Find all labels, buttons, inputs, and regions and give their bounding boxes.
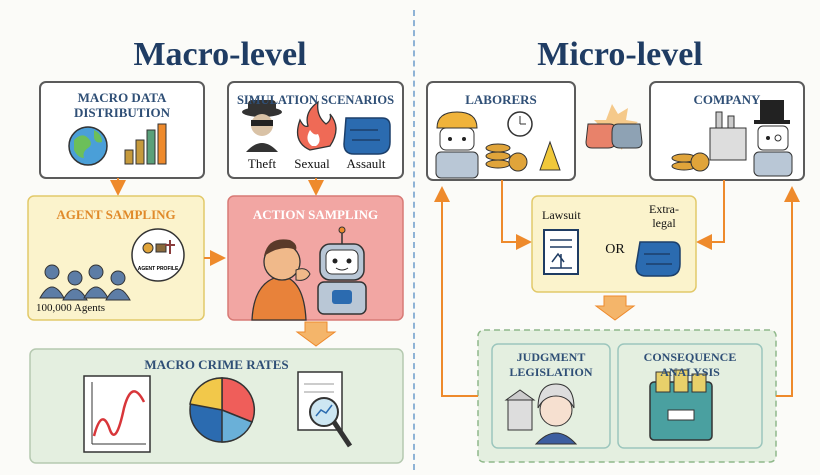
lawsuit-label: Lawsuit bbox=[542, 208, 592, 223]
scenario-sexual: Sexual bbox=[290, 156, 334, 172]
section-divider bbox=[413, 10, 415, 470]
agent-profile-badge-label: AGENT PROFILE bbox=[134, 266, 182, 272]
action-sampling-label: ACTION SAMPLING bbox=[228, 207, 403, 222]
or-label: OR bbox=[600, 242, 630, 258]
micro-title: Micro-level bbox=[430, 36, 810, 74]
lawsuit-document-icon bbox=[544, 230, 578, 274]
micro-down-arrow-icon bbox=[596, 296, 634, 320]
scenarios-label: SIMULATION SCENARIOS bbox=[230, 93, 401, 108]
extralegal-label: Extra-legal bbox=[642, 202, 686, 230]
macro-distribution-label: MACRO DATA DISTRIBUTION bbox=[44, 90, 200, 120]
pie-chart-icon bbox=[190, 378, 254, 442]
line-chart-icon bbox=[84, 376, 150, 452]
company-label: COMPANY bbox=[650, 92, 804, 107]
down-arrow-icon bbox=[297, 322, 335, 346]
worker-robot-icon bbox=[436, 112, 478, 178]
agent-profile-badge-icon bbox=[132, 229, 184, 281]
fists-clash-icon bbox=[586, 104, 642, 150]
judgment-label: JUDGMENT LEGISLATION bbox=[498, 350, 604, 380]
file-cabinet-icon bbox=[650, 370, 712, 440]
globe-icon bbox=[69, 127, 107, 165]
agents-count: 100,000 Agents bbox=[36, 302, 146, 314]
consequence-label: CONSEQUENCE ANALYSIS bbox=[622, 350, 758, 380]
laborers-label: LABORERS bbox=[427, 92, 575, 107]
scenario-theft: Theft bbox=[240, 156, 284, 172]
scenario-assault: Assault bbox=[340, 156, 392, 172]
extralegal-fist-icon bbox=[636, 242, 680, 276]
macro-title: Macro-level bbox=[40, 36, 400, 74]
agent-sampling-label: AGENT SAMPLING bbox=[28, 207, 204, 222]
fist-icon bbox=[344, 118, 390, 154]
crime-rates-label: MACRO CRIME RATES bbox=[30, 357, 403, 372]
